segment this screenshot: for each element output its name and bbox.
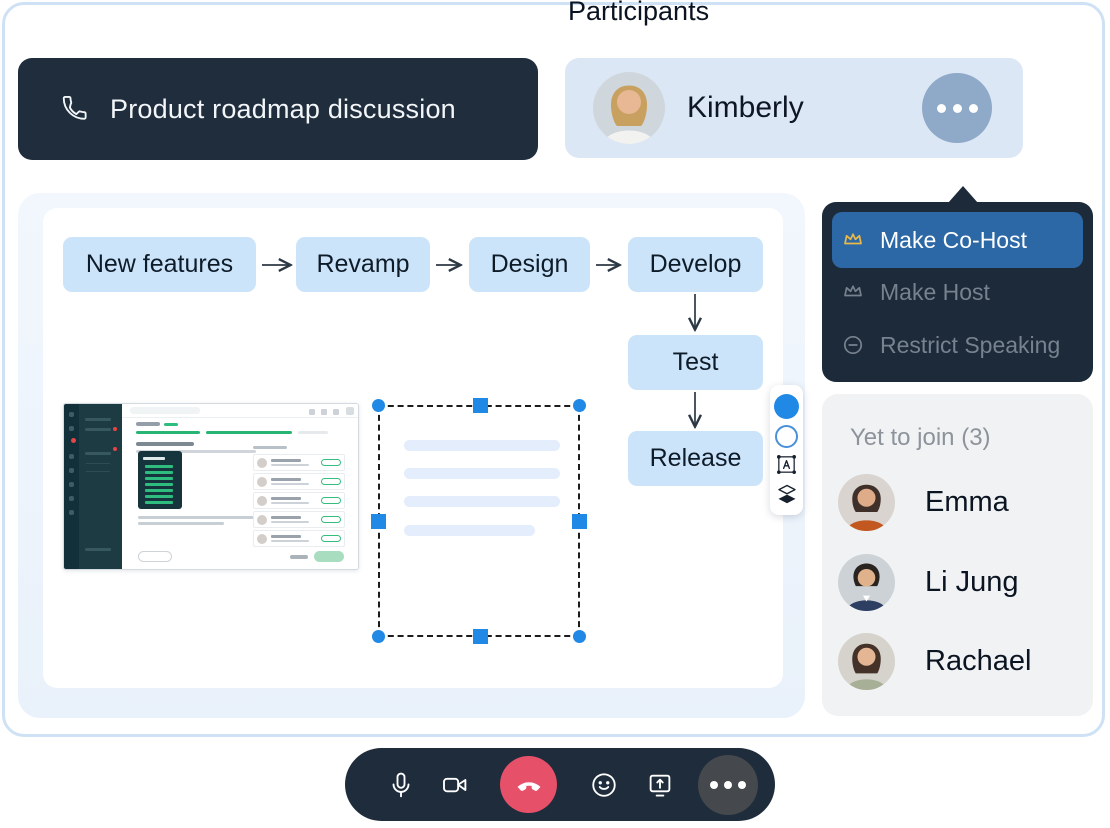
avatar-rachael <box>838 632 895 690</box>
participant-name: Kimberly <box>687 91 804 124</box>
text-frame-tool-icon[interactable] <box>775 453 798 476</box>
member-row-emma: Emma <box>838 473 1078 531</box>
selected-text-block[interactable] <box>371 398 587 644</box>
yet-to-join-panel: Yet to join (3) Emma <box>822 394 1093 716</box>
hang-up-button[interactable] <box>500 756 557 813</box>
selection-handle-ne[interactable] <box>573 399 586 412</box>
selection-handle-s[interactable] <box>473 629 488 644</box>
emoji-button[interactable] <box>587 748 621 821</box>
menu-item-make-cohost[interactable]: Make Co-Host <box>832 212 1083 268</box>
flow-node-new-features[interactable]: New features <box>63 237 256 292</box>
mini-contact-card <box>253 492 345 509</box>
member-row-lijung: Li Jung <box>838 553 1078 611</box>
mini-icon-rail <box>64 404 79 569</box>
whiteboard-tool-strip <box>770 385 803 515</box>
outline-circle-tool-icon[interactable] <box>775 424 798 448</box>
participant-more-button[interactable] <box>922 73 992 143</box>
participant-context-menu: Make Co-Host Make Host Restrict Speaking <box>822 202 1093 382</box>
filled-circle-tool-icon[interactable] <box>774 393 799 419</box>
avatar-emma <box>838 473 895 531</box>
mini-contact-card <box>253 511 345 528</box>
participants-title: Participants <box>568 0 710 26</box>
outer-frame <box>2 2 1105 737</box>
flow-node-develop[interactable]: Develop <box>628 237 763 292</box>
mini-sidebar <box>79 404 122 569</box>
ellipsis-icon <box>710 781 718 789</box>
participant-card-kimberly[interactable]: Kimberly <box>565 58 1023 158</box>
selection-handle-sw[interactable] <box>372 630 385 643</box>
selection-handle-e[interactable] <box>572 514 587 529</box>
mini-contact-card <box>253 530 345 547</box>
phone-icon <box>60 94 90 124</box>
call-title: Product roadmap discussion <box>110 93 456 124</box>
more-options-button[interactable] <box>698 755 758 815</box>
menu-item-restrict-speaking[interactable]: Restrict Speaking <box>822 323 1093 367</box>
flow-node-release[interactable]: Release <box>628 431 763 486</box>
selection-handle-n[interactable] <box>473 398 488 413</box>
menu-pointer <box>948 186 978 203</box>
camera-button[interactable] <box>438 748 472 821</box>
screen-share-button[interactable] <box>643 748 677 821</box>
crown-icon <box>841 228 865 252</box>
mini-main-area <box>122 404 358 569</box>
meeting-control-bar <box>345 748 775 821</box>
selection-handle-se[interactable] <box>573 630 586 643</box>
call-header: Product roadmap discussion <box>18 58 538 160</box>
avatar-kimberly <box>593 72 665 144</box>
menu-item-make-host[interactable]: Make Host <box>822 270 1093 314</box>
mini-contact-card <box>253 454 345 471</box>
flow-node-design[interactable]: Design <box>469 237 590 292</box>
avatar-lijung <box>838 553 895 611</box>
mini-contact-card <box>253 473 345 490</box>
whiteboard-container: New features Revamp Design Develop Test … <box>18 193 805 718</box>
microphone-button[interactable] <box>384 748 418 821</box>
member-row-rachael: Rachael <box>838 632 1078 690</box>
yet-to-join-title: Yet to join (3) <box>850 424 991 451</box>
selection-handle-nw[interactable] <box>372 399 385 412</box>
mini-channel-panel <box>138 451 182 509</box>
flow-node-revamp[interactable]: Revamp <box>296 237 430 292</box>
embedded-app-screenshot[interactable] <box>63 403 359 570</box>
selection-handle-w[interactable] <box>371 514 386 529</box>
ellipsis-icon <box>936 103 946 113</box>
flow-node-test[interactable]: Test <box>628 335 763 390</box>
circle-minus-icon <box>841 333 865 357</box>
crown-icon <box>841 280 865 304</box>
layers-tool-icon[interactable] <box>775 482 799 506</box>
